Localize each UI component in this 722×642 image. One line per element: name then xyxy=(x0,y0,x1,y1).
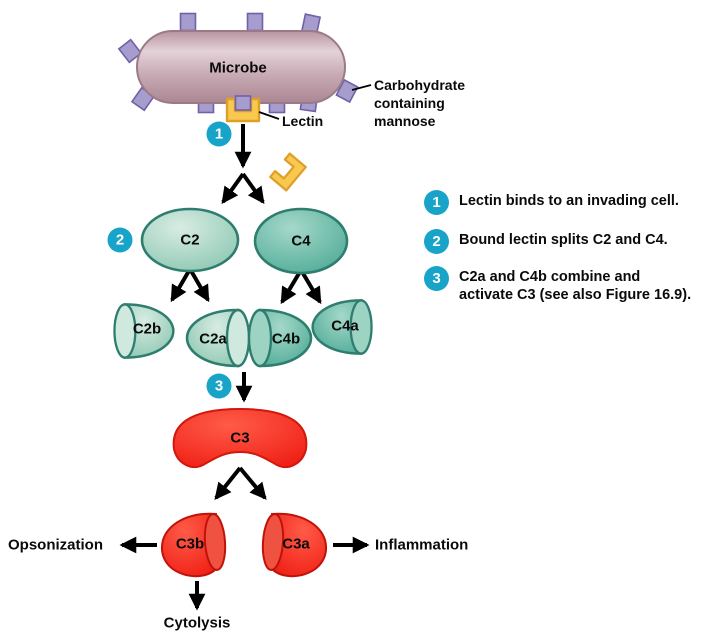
c2b-label: C2b xyxy=(132,320,162,338)
arrow-c2-to-c2b xyxy=(170,267,192,303)
c3a-shape xyxy=(261,512,327,578)
c2-shape xyxy=(140,207,240,273)
legend-item-3: 3 C2a and C4b combine and activate C3 (s… xyxy=(424,266,691,304)
c4a-shape xyxy=(311,299,373,355)
opsonization-label: Opsonization xyxy=(8,536,103,554)
legend-step-2-badge: 2 xyxy=(424,229,449,254)
c2a-label: C2a xyxy=(199,330,227,348)
c4-shape xyxy=(253,207,349,275)
carbohydrate-label-line: Carbohydrate xyxy=(374,77,466,93)
step-2-badge: 2 xyxy=(107,227,133,253)
legend-step-2-text: Bound lectin splits C2 and C4. xyxy=(459,232,668,250)
c3b-label: C3b xyxy=(175,535,205,553)
c2-label: C2 xyxy=(180,231,200,249)
legend-step-3-text: C2a and C4b combine and activate C3 (see… xyxy=(459,269,691,304)
lectin-leader-line xyxy=(258,111,280,120)
c4b-shape xyxy=(247,308,313,368)
legend-step-1-text: Lectin binds to an invading cell. xyxy=(459,193,679,211)
c3b-shape xyxy=(161,512,227,578)
step-3-badge: 3 xyxy=(206,373,232,399)
carbohydrate-label-line: containing xyxy=(374,95,445,111)
microbe-label: Microbe xyxy=(209,59,267,77)
arrow-c4-to-c4b xyxy=(280,268,303,305)
legend-step-2-line: Bound lectin splits C2 and C4. xyxy=(459,232,668,248)
microbe-stud xyxy=(335,78,359,104)
microbe-stud xyxy=(246,12,264,32)
arrow-split-to-c2 xyxy=(221,172,245,205)
cytolysis-label: Cytolysis xyxy=(163,614,231,632)
c4-label: C4 xyxy=(291,232,311,250)
c3a-label: C3a xyxy=(282,535,310,553)
step-1-badge: 1 xyxy=(206,121,232,147)
arrow-c3-to-c3a xyxy=(238,466,267,500)
c2a-shape xyxy=(185,308,251,368)
c4a-label: C4a xyxy=(331,317,359,335)
c3-shape xyxy=(172,407,308,468)
arrow-split-to-c4 xyxy=(241,172,265,205)
legend-step-3-line: C2a and C4b combine and xyxy=(459,269,641,285)
legend-step-1-line: Lectin binds to an invading cell. xyxy=(459,193,679,209)
lectin-free-shape xyxy=(269,152,307,192)
c2b-shape xyxy=(113,303,175,359)
arrow-c3-to-c3b xyxy=(214,466,242,500)
c4b-label: C4b xyxy=(271,330,301,348)
microbe-stud xyxy=(234,95,252,111)
microbe-stud xyxy=(179,12,197,32)
legend-item-2: 2 Bound lectin splits C2 and C4. xyxy=(424,229,668,254)
legend-step-3-badge: 3 xyxy=(424,266,449,291)
legend-item-1: 1 Lectin binds to an invading cell. xyxy=(424,190,679,215)
carbohydrate-label-line: mannose xyxy=(374,113,436,129)
arrow-c2-to-c2a xyxy=(188,267,210,303)
legend-step-3-line: activate C3 (see also Figure 16.9). xyxy=(459,286,692,303)
legend-step-1-badge: 1 xyxy=(424,190,449,215)
carbohydrate-label: Carbohydrate containing mannose xyxy=(374,76,465,130)
arrow-c4-to-c4a xyxy=(299,268,322,305)
inflammation-label: Inflammation xyxy=(375,536,469,554)
carbohydrate-leader-line xyxy=(351,84,372,91)
lectin-label: Lectin xyxy=(282,113,324,129)
c3-label: C3 xyxy=(230,429,250,447)
microbe-stud xyxy=(117,38,143,64)
